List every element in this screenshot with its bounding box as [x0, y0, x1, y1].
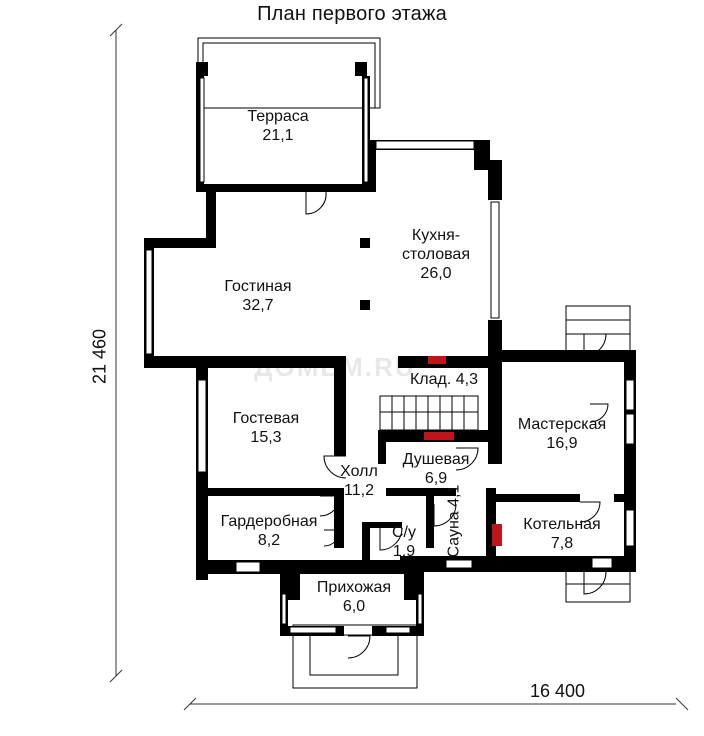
room-name: Душевая: [402, 451, 470, 468]
room-name: Прихожая: [316, 579, 392, 596]
room-area: 15,3: [250, 429, 282, 446]
room-entrance: Прихожая 6,0: [308, 578, 400, 616]
plan-title: План первого этажа: [257, 3, 447, 25]
room-wardrobe: Гардеробная 8,2: [210, 512, 328, 550]
watermark: ДОМВМ.RU: [254, 352, 416, 382]
room-name: Терраса: [247, 108, 309, 125]
room-sauna: Сауна 4,1: [445, 484, 464, 558]
room-area: 11,2: [344, 482, 374, 499]
room-boiler: Котельная 7,8: [512, 515, 612, 553]
room-name: Гардеробная: [220, 513, 318, 530]
room-guest: Гостевая 15,3: [222, 409, 310, 447]
terrace-railing: [197, 37, 381, 109]
room-hall: Холл 11,2: [330, 462, 388, 500]
room-name: Мастерская: [517, 416, 607, 433]
service-markers: [424, 356, 502, 546]
room-name-2: столовая: [402, 246, 470, 263]
room-area: 1,9: [392, 543, 416, 560]
room-wc: С/у 1,9: [382, 523, 426, 561]
room-name: Холл: [340, 463, 378, 480]
room-name: Сауна: [445, 511, 463, 558]
room-name: Гостиная: [224, 278, 292, 295]
room-name: Кухня-: [411, 227, 461, 244]
doors: [305, 191, 609, 659]
windows: [145, 77, 635, 634]
room-storage: Клад. 4,3: [402, 370, 486, 389]
room-name: Котельная: [523, 516, 601, 533]
room-name: Клад.: [409, 371, 452, 388]
room-shower: Душевая 6,9: [394, 450, 478, 488]
columns: [360, 238, 370, 310]
room-name: Гостевая: [232, 410, 300, 427]
room-area: 16,9: [546, 435, 578, 452]
room-area: 4,3: [455, 371, 479, 388]
room-area: 32,7: [242, 297, 274, 314]
stairs: [379, 395, 479, 431]
room-area: 8,2: [257, 532, 281, 549]
height-dimension: 21 460: [89, 328, 110, 385]
room-living: Гостиная 32,7: [212, 277, 304, 315]
room-name: С/у: [392, 524, 416, 541]
room-area: 7,8: [550, 535, 574, 552]
width-dimension: 16 400: [530, 681, 586, 701]
room-terrace: Терраса 21,1: [236, 107, 320, 145]
room-area: 6,9: [424, 470, 448, 487]
dimension-lines: [109, 23, 689, 711]
room-workshop: Мастерская 16,9: [506, 415, 618, 453]
room-area: 21,1: [262, 127, 294, 144]
room-area: 6,0: [342, 598, 366, 615]
room-area: 26,0: [420, 265, 452, 282]
room-area: 4,1: [445, 484, 463, 507]
room-kitchen: Кухня- столовая 26,0: [388, 226, 484, 283]
